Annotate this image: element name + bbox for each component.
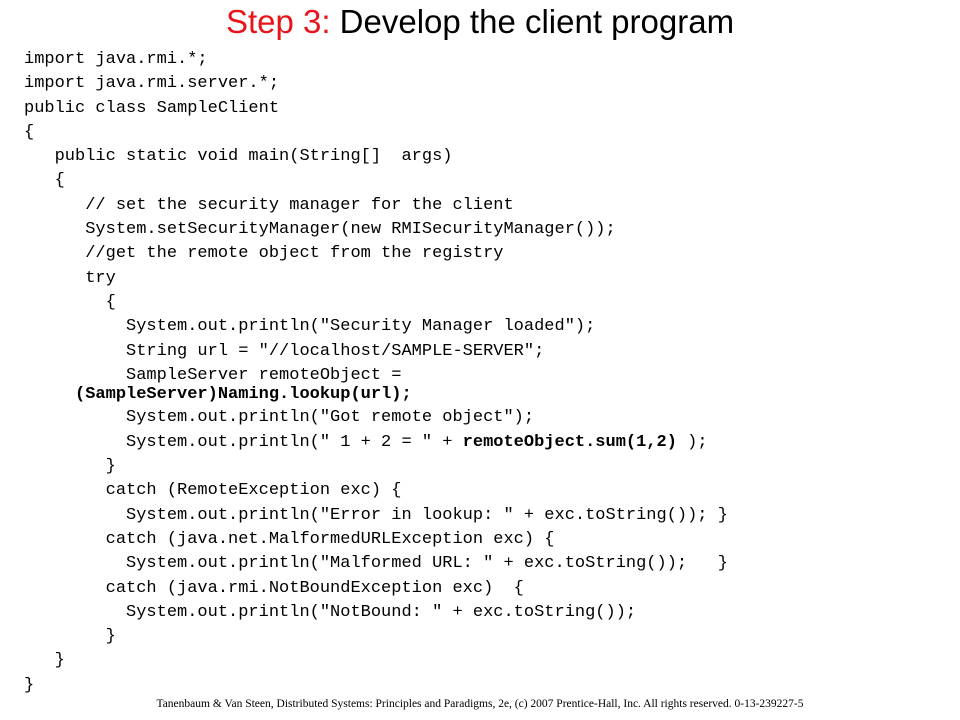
code-text-bold: remoteObject.sum(1,2) bbox=[462, 432, 677, 452]
code-line: public static void main(String[] args) bbox=[24, 145, 944, 169]
code-text: SampleServer remoteObject = bbox=[24, 365, 402, 385]
code-text: } bbox=[24, 457, 116, 477]
code-line: { bbox=[24, 291, 944, 315]
code-text: } bbox=[24, 675, 35, 695]
code-text: System.out.println("Error in lookup: " +… bbox=[24, 505, 728, 525]
title-step: Step 3: bbox=[225, 3, 331, 40]
code-line: String url = "//localhost/SAMPLE-SERVER"… bbox=[24, 340, 944, 364]
code-line: SampleServer remoteObject = bbox=[24, 364, 944, 388]
code-text: System.out.println("Security Manager loa… bbox=[24, 317, 596, 337]
code-text: } bbox=[24, 651, 65, 671]
code-text: System.out.println("Got remote object"); bbox=[24, 408, 535, 428]
code-line: catch (java.rmi.NotBoundException exc) { bbox=[24, 577, 944, 601]
code-line: public class SampleClient bbox=[24, 97, 944, 121]
code-text: public class SampleClient bbox=[24, 98, 280, 118]
code-line: catch (RemoteException exc) { bbox=[24, 479, 944, 503]
code-text: catch (java.net.MalformedURLException ex… bbox=[24, 529, 555, 549]
code-text: import java.rmi.*; bbox=[24, 50, 208, 69]
title-rest: Develop the client program bbox=[330, 3, 735, 40]
code-line: } bbox=[24, 649, 944, 673]
code-line: { bbox=[24, 169, 944, 193]
code-line: import java.rmi.*; bbox=[24, 48, 944, 72]
code-line: System.out.println("NotBound: " + exc.to… bbox=[24, 601, 944, 625]
code-text: try bbox=[24, 268, 116, 288]
code-line: System.out.println("Security Manager loa… bbox=[24, 315, 944, 339]
code-text: System.out.println("NotBound: " + exc.to… bbox=[24, 602, 637, 622]
code-line: catch (java.net.MalformedURLException ex… bbox=[24, 528, 944, 552]
code-line: { bbox=[24, 121, 944, 145]
code-line: } bbox=[24, 455, 944, 479]
code-text: System.setSecurityManager(new RMISecurit… bbox=[24, 220, 616, 240]
code-line: //get the remote object from the registr… bbox=[24, 242, 944, 266]
code-text: System.out.println(" 1 + 2 = " + bbox=[24, 432, 463, 452]
code-text: catch (RemoteException exc) { bbox=[24, 481, 402, 501]
code-line: System.out.println("Error in lookup: " +… bbox=[24, 504, 944, 528]
code-line: import java.rmi.server.*; bbox=[24, 72, 944, 96]
code-line: System.out.println(" 1 + 2 = " + remoteO… bbox=[24, 431, 944, 455]
code-text-bold: (SampleServer)Naming.lookup(url); bbox=[75, 385, 412, 405]
code-line: // set the security manager for the clie… bbox=[24, 194, 944, 218]
code-text: import java.rmi.server.*; bbox=[24, 74, 280, 94]
code-line: System.out.println("Malformed URL: " + e… bbox=[24, 552, 944, 576]
code-text bbox=[24, 385, 75, 404]
code-line: try bbox=[24, 267, 944, 291]
code-line: System.out.println("Got remote object"); bbox=[24, 406, 944, 430]
slide-title: Step 3: Develop the client program bbox=[0, 2, 960, 42]
code-block: import java.rmi.*; import java.rmi.server… bbox=[24, 48, 944, 698]
code-line: } bbox=[24, 625, 944, 649]
code-text: { bbox=[24, 122, 35, 142]
code-line: } bbox=[24, 674, 944, 698]
code-text: String url = "//localhost/SAMPLE-SERVER"… bbox=[24, 341, 545, 361]
code-text: // set the security manager for the clie… bbox=[24, 195, 514, 215]
code-text: } bbox=[24, 627, 116, 647]
code-text: { bbox=[24, 171, 65, 191]
code-text: System.out.println("Malformed URL: " + e… bbox=[24, 554, 728, 574]
code-text: //get the remote object from the registr… bbox=[24, 244, 504, 264]
copyright-footer: Tanenbaum & Van Steen, Distributed Syste… bbox=[156, 698, 804, 710]
code-text: catch (java.rmi.NotBoundException exc) { bbox=[24, 578, 524, 598]
code-text: { bbox=[24, 292, 116, 312]
code-line: System.setSecurityManager(new RMISecurit… bbox=[24, 218, 944, 242]
code-text: ); bbox=[676, 432, 708, 452]
code-line: (SampleServer)Naming.lookup(url); bbox=[24, 383, 944, 407]
code-text: public static void main(String[] args) bbox=[24, 147, 453, 167]
